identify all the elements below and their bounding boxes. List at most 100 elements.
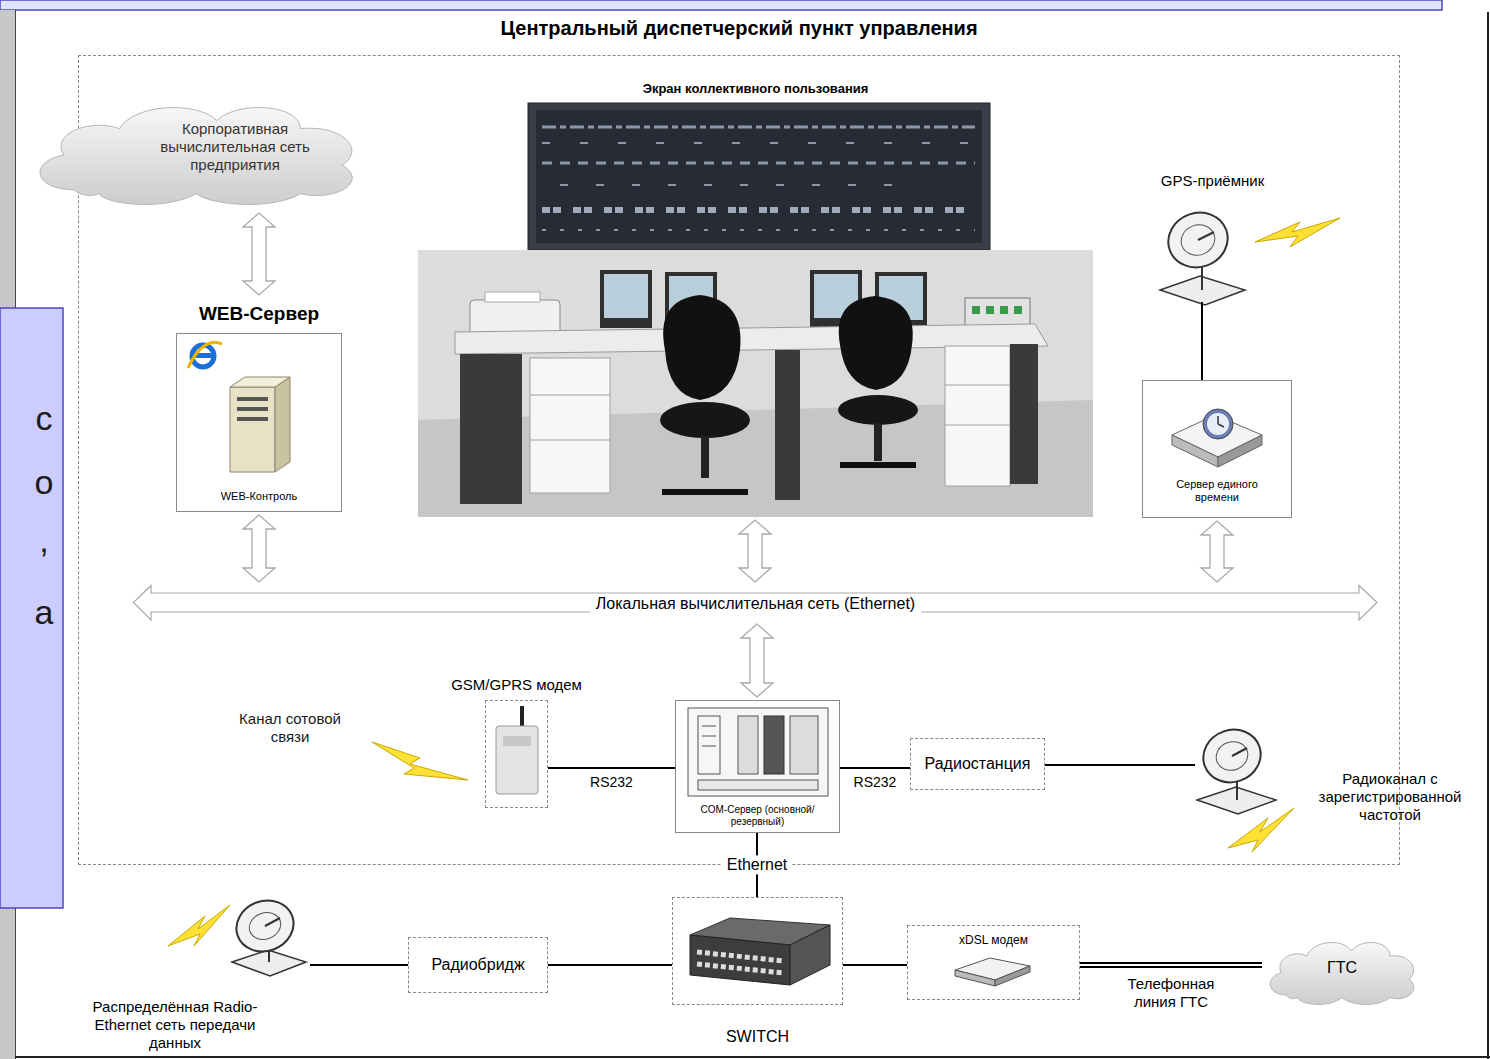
connector-group [310,965,408,966]
switch-front [690,935,790,985]
com-server-rail [698,780,818,790]
drawer-line [945,425,1010,426]
chair-seat [660,402,750,438]
connector-group [243,515,275,582]
modem-body [496,726,538,794]
server-frame [176,333,342,512]
antenna-feed [265,918,280,926]
room-backdrop [418,250,1093,517]
slide-bottom-line [15,1056,1490,1058]
connector-group [1080,965,1262,966]
switch-side [790,925,830,985]
xdsl-label: xDSL модем [907,933,1080,947]
server-tower-side [275,377,290,472]
com-server-module [790,716,818,774]
data-flow-arrow [741,624,773,697]
radio-bridge-box: Радиобридж [408,937,548,993]
com-server-label: COM-Сервер (основной/резервный) [692,804,823,828]
chair-base [840,462,916,468]
com-server-box: COM-Сервер (основной/резервный) [675,700,840,833]
chair-seat [838,395,918,425]
server-heading: WEB-Сервер [176,303,342,326]
screen-row [542,229,975,231]
radio-ethernet-label: Распределённая Radio-Ethernet сеть перед… [80,998,270,1052]
monitor [600,270,652,328]
desk-panel [460,354,522,504]
module-line [702,736,716,737]
xdsl-modem-front [955,970,995,986]
chair-base [662,489,748,495]
com-server-module [764,716,784,774]
connector-group [548,965,672,966]
drive-bay [237,417,268,421]
region-title: Центральный диспетчерский пункт управлен… [78,16,1400,40]
radio-channel-label: Радиоканал с зарегистрированной частотой [1300,770,1480,824]
time-server-box: Сервер единого времени [1142,380,1292,518]
drawer-line [530,395,610,396]
connector-group [548,768,675,769]
modem-antenna [520,706,524,728]
gps-receiver: GPS-приёмник [1145,170,1280,302]
signal-lightning [1255,218,1340,247]
channel-label: Канал сотовой связи [230,710,350,746]
connector-group [840,768,910,769]
data-flow-arrow [1201,521,1233,582]
time-server-side [1218,435,1262,467]
city-phone-network-cloud: ГТС [1262,930,1422,1008]
screen-row [542,162,975,165]
data-flow-arrow [739,520,771,582]
chair-back [663,295,740,400]
screen-caption: Экран коллективного пользования [418,81,1093,97]
module-line [702,746,716,747]
link-line [310,964,408,966]
link-line [1045,764,1195,766]
slide-top-bar [0,0,1442,10]
drawer-unit [530,358,610,493]
xdsl-modem-box: xDSL модем [907,925,1080,1000]
clock-rim [1203,409,1233,439]
screen-row [542,207,975,213]
desk-panel [775,350,800,500]
connector-group [739,520,771,582]
monitor-screen [604,274,648,318]
clock-face [1207,413,1229,435]
com-server-chassis [688,708,828,796]
video-wall-screen [536,110,982,243]
overlapping-slide-panel [0,308,63,908]
lan-label: Локальная вычислительная сеть (Ethernet) [590,594,921,613]
com-server-module [698,716,720,774]
switch-ports [697,964,784,973]
double-line-gap [1080,964,1262,966]
radio-bridge-label: Радиобридж [408,955,548,974]
cut-text-fragment: с [28,398,60,439]
antenna-feed [1232,748,1247,756]
data-flow-arrow [243,213,275,295]
cut-text-fragment: , [28,520,60,561]
control-unit-led [986,306,994,314]
switch-box: SWITCH [672,897,843,1005]
screen-row [542,126,975,129]
signal-lightning [372,742,468,780]
drawer-line [530,440,610,441]
control-room-photo: Экран коллективного пользования [418,78,1093,517]
control-unit-led [1014,306,1022,314]
module-line [702,726,716,727]
connector-group [741,624,773,697]
clock-hand [1218,424,1224,427]
radio-station-label: Радиостанция [910,754,1045,773]
switch-label: SWITCH [672,1027,843,1046]
screen-row [542,142,975,144]
server-tower-front [230,387,275,472]
antenna-dish [1196,722,1268,791]
cloud-shape [40,108,352,205]
drawer-unit [945,346,1010,486]
screen-row [560,184,900,186]
connector-label: RS232 [590,774,633,791]
cut-text-fragment: о [28,462,60,503]
signal-lightning [168,905,230,946]
connector-group [1201,521,1233,582]
link-line [843,964,907,966]
gps-label: GPS-приёмник [1145,172,1280,190]
control-unit-led [972,306,980,314]
server-tower-top [230,377,290,387]
